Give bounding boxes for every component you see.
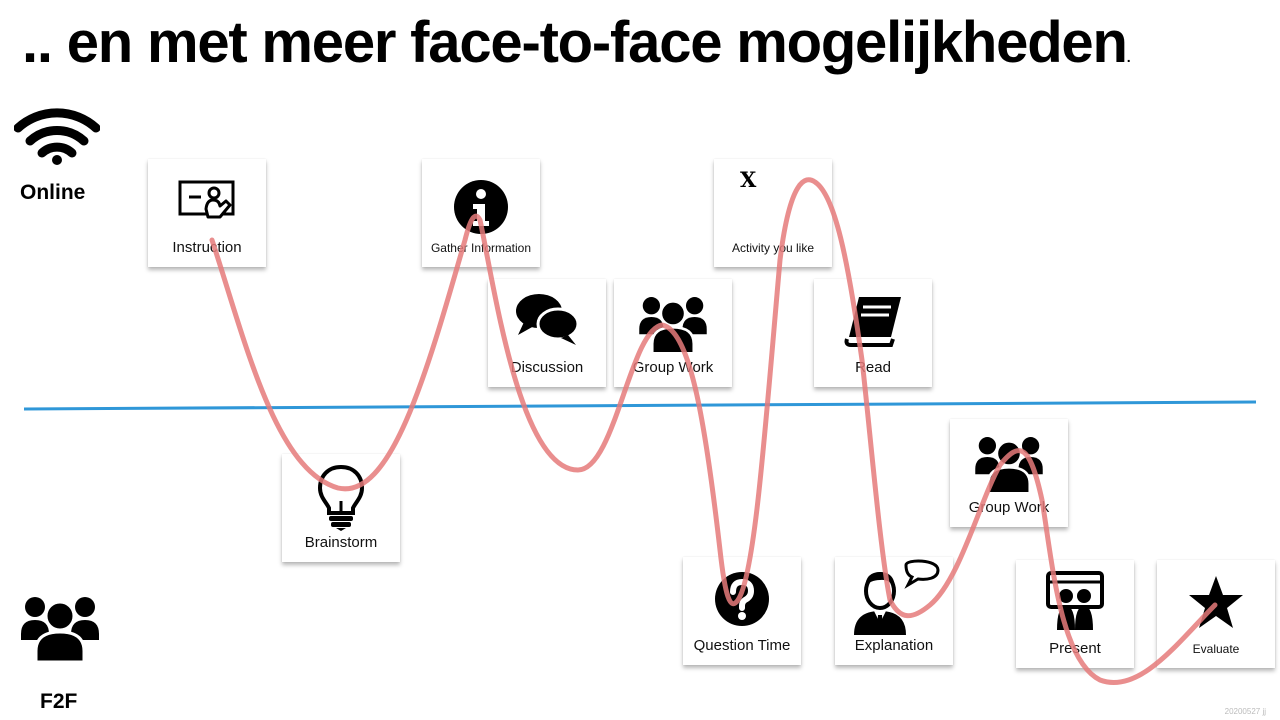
card-label: Evaluate: [1192, 642, 1240, 656]
card-explanation: Explanation: [835, 557, 953, 665]
group-icon: [975, 437, 1043, 495]
card-read: Read: [814, 279, 932, 387]
f2f-label: F2F: [40, 690, 78, 713]
x-icon: X: [740, 167, 757, 192]
card-label: Explanation: [854, 637, 934, 654]
card-label: Group Work: [968, 499, 1050, 516]
group-icon: [21, 597, 99, 664]
chat-bubbles-icon: [516, 294, 580, 345]
card-discussion: Discussion: [488, 279, 606, 387]
card-label: Question Time: [693, 637, 791, 654]
wifi-icon: [14, 108, 100, 165]
card-label: Discussion: [510, 359, 584, 376]
speaker-icon: [854, 559, 940, 635]
card-brainstorm: Brainstorm: [282, 454, 400, 562]
question-icon: [715, 572, 769, 626]
card-present: Present: [1016, 560, 1134, 668]
footnote: 20200527 jj: [1224, 707, 1266, 716]
card-label: Gather Information: [430, 241, 532, 255]
lightbulb-icon: [317, 464, 365, 531]
card-activity-you-like: X Activity you like: [714, 159, 832, 267]
group-icon: [639, 297, 707, 355]
card-label: Present: [1049, 640, 1101, 657]
card-group-work-f2f: Group Work: [950, 419, 1068, 527]
card-label: Activity you like: [731, 241, 815, 255]
card-label: Brainstorm: [304, 534, 378, 551]
card-label: Instruction: [172, 239, 242, 256]
card-gather-information: Gather Information: [422, 159, 540, 267]
page-title: .. en met meer face-to-face mogelijkhede…: [22, 10, 1131, 75]
book-icon: [844, 297, 901, 347]
card-evaluate: Evaluate: [1157, 560, 1275, 668]
info-icon: [454, 180, 508, 234]
card-instruction: Instruction: [148, 159, 266, 267]
presentation-icon: [178, 180, 235, 219]
card-label: Read: [855, 359, 891, 376]
present-icon: [1046, 571, 1104, 630]
star-icon: [1189, 576, 1243, 628]
card-group-work-online: Group Work: [614, 279, 732, 387]
online-label: Online: [20, 181, 86, 204]
card-question-time: Question Time: [683, 557, 801, 665]
online-f2f-divider: [23, 400, 1257, 411]
card-label: Group Work: [632, 359, 714, 376]
